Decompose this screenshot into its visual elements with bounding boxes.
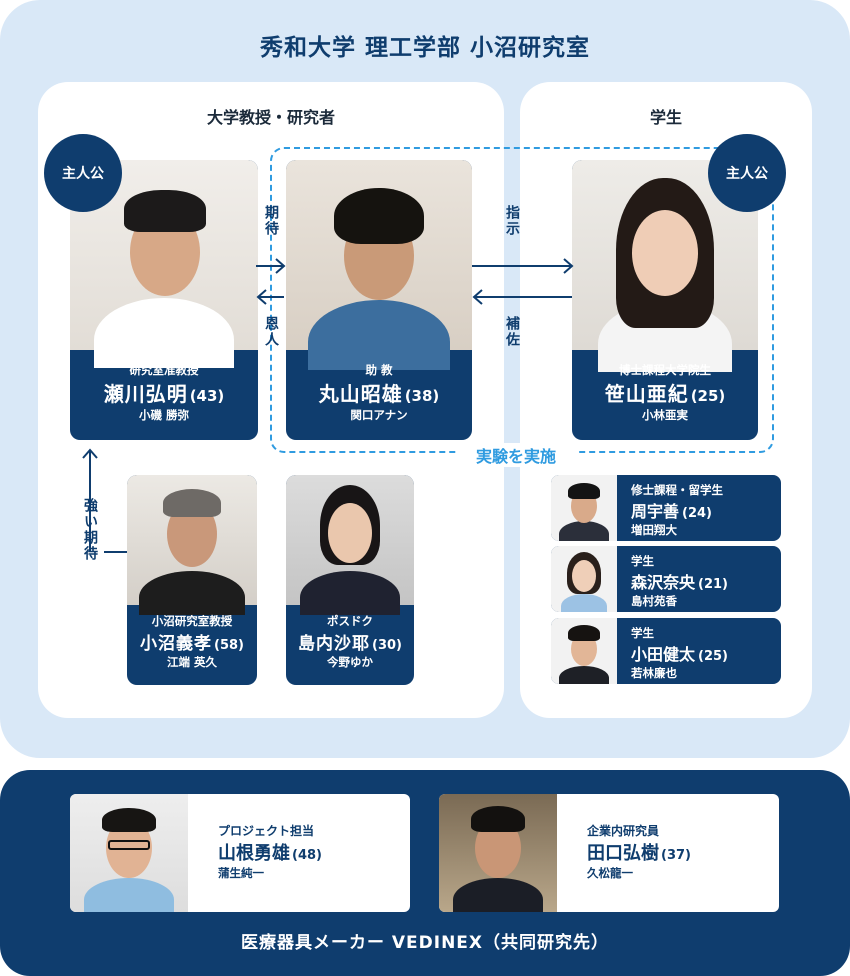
portrait-yamane [70, 794, 188, 912]
actor-taguchi: 久松龍一 [587, 866, 633, 880]
actor-segawa: 小磯 勝弥 [138, 408, 189, 422]
actor-oda: 若林廉也 [631, 666, 677, 680]
name-maruyama: 丸山昭雄 [318, 382, 403, 406]
age-zhou: (24) [682, 506, 712, 521]
staff-panel-title: 大学教授・研究者 [206, 108, 335, 127]
role-shimauchi: ポスドク [327, 614, 373, 628]
name-sasayama: 笹山亜紀 [604, 382, 689, 406]
role-maruyama: 助 教 [365, 363, 393, 377]
role-morisawa: 学生 [631, 554, 654, 568]
arrow-assistance [472, 289, 572, 305]
portrait-segawa [70, 160, 258, 368]
name-zhou: 周宇善 [631, 502, 680, 521]
age-konuma: (58) [214, 638, 244, 653]
portrait-maruyama [286, 160, 472, 370]
portrait-konuma [127, 475, 257, 615]
age-oda: (25) [698, 649, 728, 664]
actor-morisawa: 島村苑香 [631, 594, 677, 608]
actor-yamane: 蒲生純一 [218, 866, 264, 880]
portrait-oda [551, 618, 617, 684]
student-card-zhou[interactable]: 修士課程・留学生 周宇善(24) 増田翔大 [551, 475, 781, 541]
relation-arrows [82, 258, 574, 553]
age-morisawa: (21) [698, 577, 728, 592]
age-maruyama: (38) [404, 387, 440, 405]
role-taguchi: 企業内研究員 [587, 824, 660, 838]
age-taguchi: (37) [661, 848, 691, 863]
label-gratitude: 恩人 [263, 316, 279, 348]
label-instruction: 指示 [504, 205, 520, 237]
university-title: 秀和大学 理工学部 小沼研究室 [259, 35, 590, 61]
actor-zhou: 増田翔大 [631, 523, 677, 537]
character-card-yamane[interactable]: プロジェクト担当 山根勇雄(48) 蒲生純一 [70, 794, 410, 912]
students-panel-title: 学生 [649, 108, 682, 127]
arrow-instruction [472, 258, 574, 274]
company-section: プロジェクト担当 山根勇雄(48) 蒲生純一 企業内研究員 田口弘樹(37) 久… [0, 770, 850, 976]
label-expectation: 期待 [263, 205, 279, 237]
name-segawa: 瀬川弘明 [103, 382, 188, 406]
actor-shimauchi: 今野ゆか [327, 655, 373, 669]
name-konuma: 小沼義孝 [140, 634, 212, 654]
name-taguchi: 田口弘樹 [587, 843, 659, 864]
role-zhou: 修士課程・留学生 [631, 483, 723, 497]
role-segawa: 研究室准教授 [129, 363, 199, 377]
portrait-taguchi [439, 794, 557, 912]
name-oda: 小田健太 [631, 645, 696, 664]
role-sasayama: 博士課程大学院生 [619, 363, 711, 377]
arrow-gratitude [256, 289, 284, 305]
portrait-morisawa [551, 546, 617, 612]
protagonist-badge-left: 主人公 [44, 134, 122, 212]
arrow-strong-expectation [82, 448, 98, 552]
actor-sasayama: 小林亜実 [642, 408, 688, 422]
role-yamane: プロジェクト担当 [218, 824, 315, 838]
arrow-expectation [256, 258, 286, 274]
protagonist-badge-right: 主人公 [708, 134, 786, 212]
actor-konuma: 江端 英久 [166, 655, 217, 669]
company-title: 医療器具メーカー VEDINEX（共同研究先） [240, 933, 610, 953]
portrait-zhou [551, 475, 617, 541]
age-segawa: (43) [189, 387, 225, 405]
name-yamane: 山根勇雄 [218, 843, 290, 864]
age-yamane: (48) [292, 848, 322, 863]
actor-maruyama: 関口アナン [350, 408, 408, 422]
portrait-shimauchi [286, 475, 414, 615]
age-shimauchi: (30) [372, 638, 402, 653]
age-sasayama: (25) [690, 387, 726, 405]
student-card-morisawa[interactable]: 学生 森沢奈央(21) 島村苑香 [551, 546, 781, 612]
character-card-shimauchi[interactable]: ポスドク 島内沙耶(30) 今野ゆか [286, 475, 414, 685]
name-morisawa: 森沢奈央 [631, 573, 696, 592]
character-card-taguchi[interactable]: 企業内研究員 田口弘樹(37) 久松龍一 [439, 794, 779, 912]
label-strong-expectation: 強い期待 [82, 498, 98, 562]
role-oda: 学生 [631, 626, 654, 640]
character-card-segawa[interactable]: 研究室准教授 瀬川弘明(43) 小磯 勝弥 [70, 160, 258, 440]
character-card-maruyama[interactable]: 助 教 丸山昭雄(38) 関口アナン [286, 160, 472, 440]
name-shimauchi: 島内沙耶 [298, 634, 370, 654]
label-assistance: 補佐 [504, 316, 520, 348]
character-card-konuma[interactable]: 小沼研究室教授 小沼義孝(58) 江端 英久 [127, 475, 257, 685]
role-konuma: 小沼研究室教授 [151, 614, 233, 628]
experiment-label: 実験を実施 [456, 443, 576, 467]
student-card-oda[interactable]: 学生 小田健太(25) 若林廉也 [551, 618, 781, 684]
